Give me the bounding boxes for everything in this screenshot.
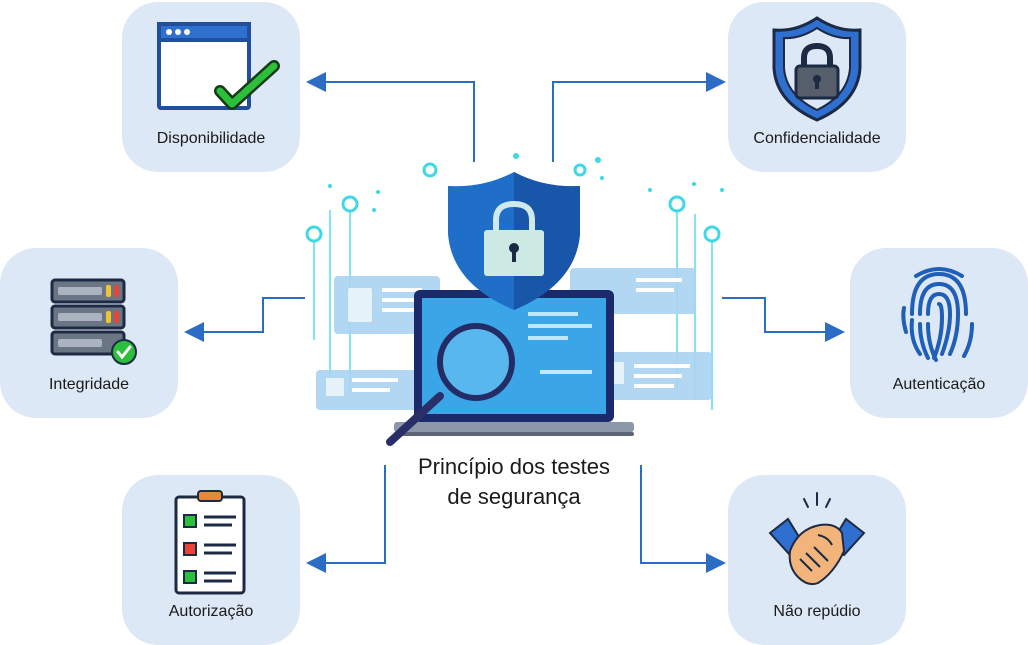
node-label: Autorização [168,603,254,620]
server-rack-check-icon [50,278,137,365]
node-nao-repudio: Não repúdio [728,475,906,645]
handshake-icon [768,492,866,586]
checklist-clipboard-icon [174,490,246,595]
arrow-to-confidencialidade [552,72,726,162]
arrow-to-autenticacao [722,297,845,342]
node-integridade: Integridade [0,248,178,418]
node-confidencialidade: Confidencialidade [728,2,906,172]
fingerprint-icon [901,267,974,362]
shield-padlock-icon [772,16,862,122]
node-label: Disponibilidade [156,130,266,147]
node-disponibilidade: Disponibilidade [122,2,300,172]
node-label: Confidencialidade [753,130,881,147]
center-title-line-2: de segurança [447,484,581,509]
center-title: Princípio dos testes de segurança [384,452,644,512]
security-laptop-illustration [305,153,724,446]
arrow-to-integridade [184,297,305,342]
node-autenticacao: Autenticação [850,248,1028,418]
arrow-to-disponibilidade [306,72,475,162]
center-title-line-1: Princípio dos testes [418,454,610,479]
node-autorizacao: Autorização [122,475,300,645]
node-label: Integridade [48,376,130,393]
node-label: Não repúdio [773,603,861,620]
browser-window-check-icon [157,22,280,110]
node-label: Autenticação [892,376,986,393]
arrow-to-nao-repudio [640,465,726,573]
arrow-to-autorizacao [306,465,386,573]
